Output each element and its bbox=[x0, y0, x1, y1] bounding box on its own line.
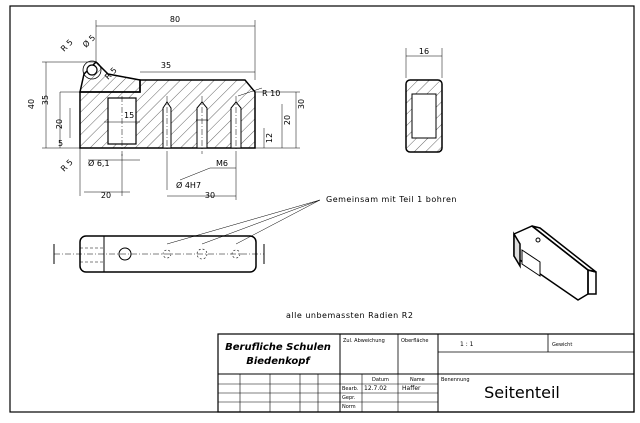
dim-phi5: Ø 5 bbox=[80, 32, 97, 49]
label-benennung: Benennung bbox=[441, 377, 470, 383]
dim-r5-bottom: R 5 bbox=[59, 158, 75, 174]
dim-r5-top: R 5 bbox=[59, 38, 75, 54]
dim-r10: R 10 bbox=[262, 89, 280, 98]
isometric-view bbox=[513, 225, 597, 301]
dim-m6: M6 bbox=[216, 159, 228, 168]
dim-15: 15 bbox=[124, 111, 134, 120]
org-name-line1: Berufliche Schulen bbox=[225, 342, 331, 353]
drawing-title: Seitenteil bbox=[484, 383, 560, 402]
scale-value: 1 : 1 bbox=[460, 341, 474, 348]
side-view: 16 bbox=[405, 47, 443, 153]
dim-30-bottom: 30 bbox=[205, 191, 215, 200]
dim-phi61: Ø 6,1 bbox=[88, 158, 110, 168]
drill-hole-1 bbox=[162, 101, 172, 149]
hole-circle bbox=[86, 64, 98, 76]
label-gepr: Gepr. bbox=[342, 395, 356, 401]
drill-hole-2 bbox=[196, 101, 208, 149]
drill-hole-3 bbox=[230, 101, 242, 149]
label-bearb: Bearb. bbox=[342, 386, 359, 392]
radii-note: alle unbemassten Radien R2 bbox=[286, 311, 413, 320]
dim-phi4h7: Ø 4H7 bbox=[176, 180, 201, 190]
dim-20-right: 20 bbox=[283, 115, 292, 125]
dim-40: 40 bbox=[27, 99, 36, 109]
dim-5: 5 bbox=[58, 139, 63, 148]
dim-35-vertical: 35 bbox=[41, 95, 50, 105]
label-zul-abweichung: Zul. Abweichung bbox=[343, 338, 385, 344]
dim-20-bottom: 20 bbox=[101, 191, 111, 200]
title-block bbox=[217, 333, 635, 413]
hole-outline bbox=[82, 60, 102, 80]
dim-20-vertical: 20 bbox=[55, 119, 64, 129]
dim-16: 16 bbox=[419, 47, 429, 56]
org-name-line2: Biedenkopf bbox=[246, 356, 311, 367]
label-gewicht: Gewicht bbox=[552, 342, 572, 348]
drill-note: Gemeinsam mit Teil 1 bohren bbox=[326, 195, 457, 204]
bearb-date: 12.7.02 bbox=[364, 385, 387, 392]
label-name: Name bbox=[410, 377, 425, 383]
dim-12: 12 bbox=[265, 133, 274, 143]
label-datum: Datum bbox=[372, 377, 389, 383]
dim-80: 80 bbox=[170, 15, 180, 24]
top-view bbox=[53, 199, 321, 273]
dim-30-right: 30 bbox=[297, 99, 306, 109]
label-oberflaeche: Oberfläche bbox=[401, 338, 428, 344]
label-norm: Norm bbox=[342, 404, 356, 410]
front-view: 80 35 R 5 Ø 5 R 5 R 10 40 35 20 5 R 5 15… bbox=[27, 15, 306, 200]
bearb-name: Haffer bbox=[402, 385, 421, 392]
dim-35: 35 bbox=[161, 61, 171, 70]
